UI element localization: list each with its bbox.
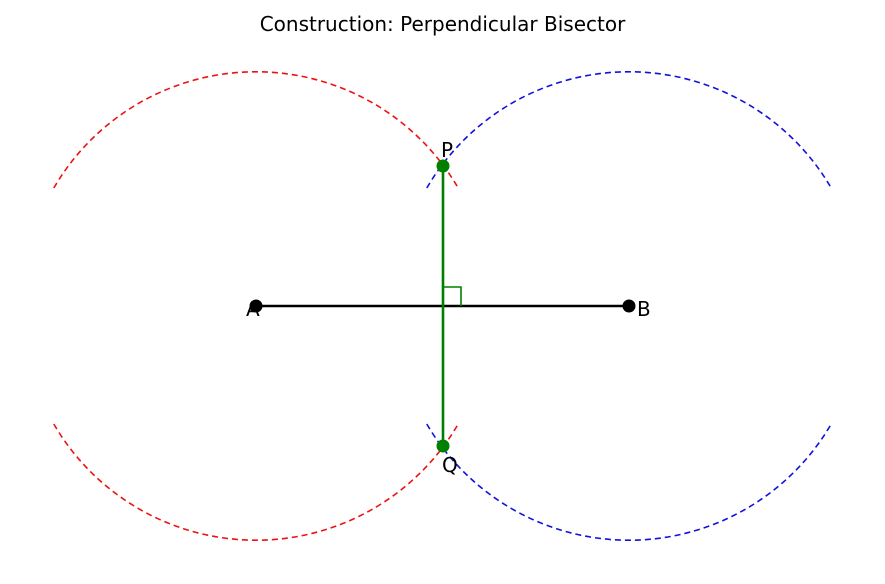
- arc-from-a-lower: [53, 423, 459, 541]
- arc-from-b-upper: [426, 71, 832, 189]
- label-a: A: [246, 297, 260, 321]
- point-b: [622, 299, 636, 313]
- label-q: Q: [442, 453, 458, 477]
- label-p: P: [441, 138, 453, 162]
- point-p: [436, 159, 450, 173]
- arc-from-b-lower: [426, 423, 832, 541]
- label-b: B: [637, 297, 651, 321]
- point-a: [249, 299, 263, 313]
- arc-from-a-upper: [53, 71, 459, 189]
- right-angle-marker: [443, 286, 462, 306]
- point-q: [436, 439, 450, 453]
- diagram-title: Construction: Perpendicular Bisector: [259, 12, 626, 36]
